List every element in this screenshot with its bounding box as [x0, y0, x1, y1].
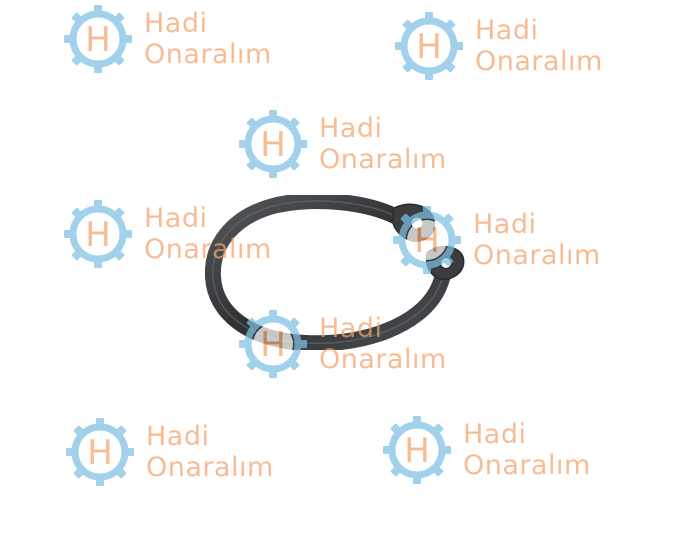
watermark-line2: Onaralım — [146, 452, 274, 483]
watermark-line1: Hadi — [319, 313, 383, 344]
watermark-line2: Onaralım — [144, 234, 272, 265]
watermark: H Hadi Onaralım — [62, 198, 272, 270]
gear-logo-icon: H — [64, 200, 132, 268]
svg-text:H: H — [414, 221, 440, 261]
watermark: H Hadi Onaralım — [62, 3, 272, 75]
watermark-line1: Hadi — [144, 203, 208, 234]
gear-logo-icon: H — [239, 110, 307, 178]
watermark-line1: Hadi — [146, 421, 210, 452]
gear-logo-icon: H — [393, 206, 461, 274]
watermark-line2: Onaralım — [319, 344, 447, 375]
watermark-line2: Onaralım — [319, 144, 447, 175]
watermark: H Hadi Onaralım — [237, 308, 447, 380]
gear-logo-icon: H — [66, 418, 134, 486]
watermark: H Hadi Onaralım — [237, 108, 447, 180]
gear-logo-icon: H — [239, 310, 307, 378]
watermark-line1: Hadi — [319, 113, 383, 144]
watermark: H Hadi Onaralım — [391, 204, 601, 276]
watermark-line1: Hadi — [473, 209, 537, 240]
watermark: H Hadi Onaralım — [64, 416, 274, 488]
watermark: H Hadi Onaralım — [393, 10, 603, 82]
gear-logo-icon: H — [383, 416, 451, 484]
watermark-line2: Onaralım — [475, 46, 603, 77]
svg-text:H: H — [404, 431, 430, 471]
watermark-line1: Hadi — [463, 419, 527, 450]
svg-text:H: H — [87, 433, 113, 473]
watermark: H Hadi Onaralım — [381, 414, 591, 486]
watermark-line2: Onaralım — [473, 240, 601, 271]
watermark-line1: Hadi — [475, 15, 539, 46]
watermark-line2: Onaralım — [144, 39, 272, 70]
svg-text:H: H — [85, 20, 111, 60]
gear-logo-icon: H — [395, 12, 463, 80]
svg-text:H: H — [260, 125, 286, 165]
svg-text:H: H — [85, 215, 111, 255]
svg-text:H: H — [260, 325, 286, 365]
svg-text:H: H — [416, 27, 442, 67]
watermark-line2: Onaralım — [463, 450, 591, 481]
gear-logo-icon: H — [64, 5, 132, 73]
watermark-line1: Hadi — [144, 8, 208, 39]
